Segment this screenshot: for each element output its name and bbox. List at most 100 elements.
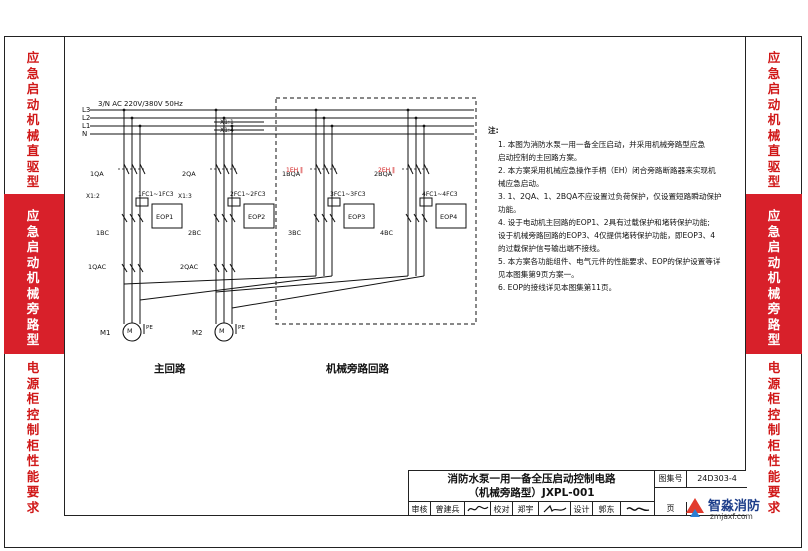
qac-contact xyxy=(121,263,128,273)
contactor-label: 3BC xyxy=(288,229,301,237)
contactor-label: 4BC xyxy=(380,229,393,237)
checker-signature xyxy=(539,502,571,516)
qac-contact xyxy=(221,263,228,273)
eop-label: EOP3 xyxy=(348,213,365,221)
pe-label: PE xyxy=(238,325,245,331)
watermark-url: zmjaxf.com xyxy=(710,512,753,521)
checker-name: 郑宇 xyxy=(513,502,539,516)
breaker-label: 1QA xyxy=(90,170,104,178)
design-label: 设计 xyxy=(571,502,593,516)
right-sidebar-label-performance: 电源柜控制柜性能要求 xyxy=(767,360,781,515)
designer-name: 郭东 xyxy=(593,502,621,516)
note-line: 启动控制的主回路方案。 xyxy=(498,153,582,162)
qac-label: 2QAC xyxy=(180,263,199,271)
note-line: 2. 本方案采用机械应急操作手柄（EH）闭合旁路断路器来实现机 xyxy=(498,166,716,175)
motor-label: M2 xyxy=(192,329,203,337)
current-sensor xyxy=(227,197,241,207)
sensor-label: 4FC1~4FC3 xyxy=(422,191,458,198)
eop-box xyxy=(151,203,183,229)
right-sidebar-label-bypass: 应急启动机械旁路型 xyxy=(767,208,781,347)
left-sidebar-tab-direct[interactable]: 应急启动机械直驱型 xyxy=(4,36,64,194)
title-line-2: （机械旁路型）JXPL-001 xyxy=(468,487,595,499)
left-sidebar-tab-bypass[interactable]: 应急启动机械旁路型 xyxy=(4,194,64,354)
contactor-contact xyxy=(129,213,136,223)
left-sidebar-label-direct: 应急启动机械直驱型 xyxy=(26,50,40,189)
contactor-contact xyxy=(329,213,336,223)
note-line: 的过载保护信号输出端不接线。 xyxy=(498,244,605,253)
right-sidebar-tab-bypass[interactable]: 应急启动机械旁路型 xyxy=(746,194,802,354)
motor-glyph: M xyxy=(127,327,133,335)
left-sidebar-tab-performance[interactable]: 电源柜控制柜性能要求 xyxy=(4,354,64,518)
sensor-label: 3FC1~3FC3 xyxy=(330,191,366,198)
junction-dot xyxy=(138,124,142,128)
bypass-feeder xyxy=(215,275,409,293)
watermark-brand: 智淼消防 xyxy=(708,499,761,514)
eop-label: EOP4 xyxy=(440,213,457,221)
left-sidebar-label-bypass: 应急启动机械旁路型 xyxy=(26,208,40,347)
handle-label: 2EH ‖ xyxy=(378,167,395,174)
contactor-contact xyxy=(121,213,128,223)
eop-box xyxy=(243,203,275,229)
current-sensor xyxy=(419,197,433,207)
junction-dot xyxy=(214,108,218,112)
notes-heading: 注: xyxy=(488,126,499,135)
bus-label-n: N xyxy=(82,130,87,138)
note-line: 功能。 xyxy=(498,205,521,214)
contactor-label: 1BC xyxy=(96,229,109,237)
junction-dot xyxy=(314,108,318,112)
bus-label-l1: L1 xyxy=(82,122,90,130)
aux-label-4: X1:4 xyxy=(220,127,234,134)
bypass-section-label: 机械旁路回路 xyxy=(326,362,389,375)
signature-row: 审核 曾建兵 校对 郑宇 设计 郭东 xyxy=(409,502,655,516)
qac-contact xyxy=(137,263,144,273)
watermark: 智淼消防 zmjaxf.com xyxy=(684,494,802,524)
terminal-label: X1:3 xyxy=(178,193,192,200)
atlas-label: 图集号 xyxy=(655,471,687,488)
note-line: 1. 本图为消防水泵一用一备全压启动，并采用机械旁路型应急 xyxy=(498,140,706,149)
title-line-1: 消防水泵一用一备全压启动控制电路 xyxy=(447,473,616,485)
contactor-contact xyxy=(137,213,144,223)
note-line: 械应急启动。 xyxy=(498,179,544,188)
current-sensor xyxy=(135,197,149,207)
motor-symbol xyxy=(214,322,234,342)
contactor-contact xyxy=(221,213,228,223)
qac-contact xyxy=(129,263,136,273)
bypass-feeder xyxy=(123,275,317,285)
breaker-label: 2QA xyxy=(182,170,196,178)
eop-box xyxy=(343,203,375,229)
bus-label-l3: L3 xyxy=(82,106,90,114)
contactor-contact xyxy=(321,213,328,223)
contactor-contact xyxy=(313,213,320,223)
right-sidebar: 应急启动机械直驱型 应急启动机械旁路型 电源柜控制柜性能要求 xyxy=(746,36,802,548)
reviewer-signature xyxy=(465,502,491,516)
left-sidebar: 应急启动机械直驱型 应急启动机械旁路型 电源柜控制柜性能要求 xyxy=(4,36,64,548)
qac-contact xyxy=(229,263,236,273)
check-label: 校对 xyxy=(491,502,513,516)
motor-symbol xyxy=(122,322,142,342)
watermark-logo-icon xyxy=(686,498,704,517)
notes-block: 注: 1. 本图为消防水泵一用一备全压启动，并采用机械旁路型应急 启动控制的主回… xyxy=(488,124,738,294)
supply-label: 3/N AC 220V/380V 50Hz xyxy=(98,100,183,108)
sensor-label: 1FC1~1FC3 xyxy=(138,191,174,198)
junction-dot xyxy=(322,116,326,120)
bus-label-l2: L2 xyxy=(82,114,90,122)
designer-signature xyxy=(621,502,655,516)
contactor-contact xyxy=(421,213,428,223)
junction-dot xyxy=(330,124,334,128)
right-sidebar-tab-performance[interactable]: 电源柜控制柜性能要求 xyxy=(746,354,802,518)
junction-dot xyxy=(406,108,410,112)
left-sidebar-label-performance: 电源柜控制柜性能要求 xyxy=(26,360,40,515)
right-sidebar-tab-direct[interactable]: 应急启动机械直驱型 xyxy=(746,36,802,194)
contactor-contact xyxy=(229,213,236,223)
junction-dot xyxy=(130,116,134,120)
title-main: 消防水泵一用一备全压启动控制电路 （机械旁路型）JXPL-001 xyxy=(409,471,655,502)
bypass-feeder xyxy=(139,275,333,301)
eop-label: EOP1 xyxy=(156,213,173,221)
aux-label-1: X1:1 xyxy=(220,119,234,126)
sensor-label: 2FC1~2FC3 xyxy=(230,191,266,198)
atlas-number: 24D303-4 xyxy=(687,471,747,488)
bypass-feeder xyxy=(231,275,425,309)
note-line: 3. 1、2QA、1、2BQA不应设置过负荷保护，仅设置短路瞬动保护 xyxy=(498,192,722,201)
current-sensor xyxy=(327,197,341,207)
eop-label: EOP2 xyxy=(248,213,265,221)
